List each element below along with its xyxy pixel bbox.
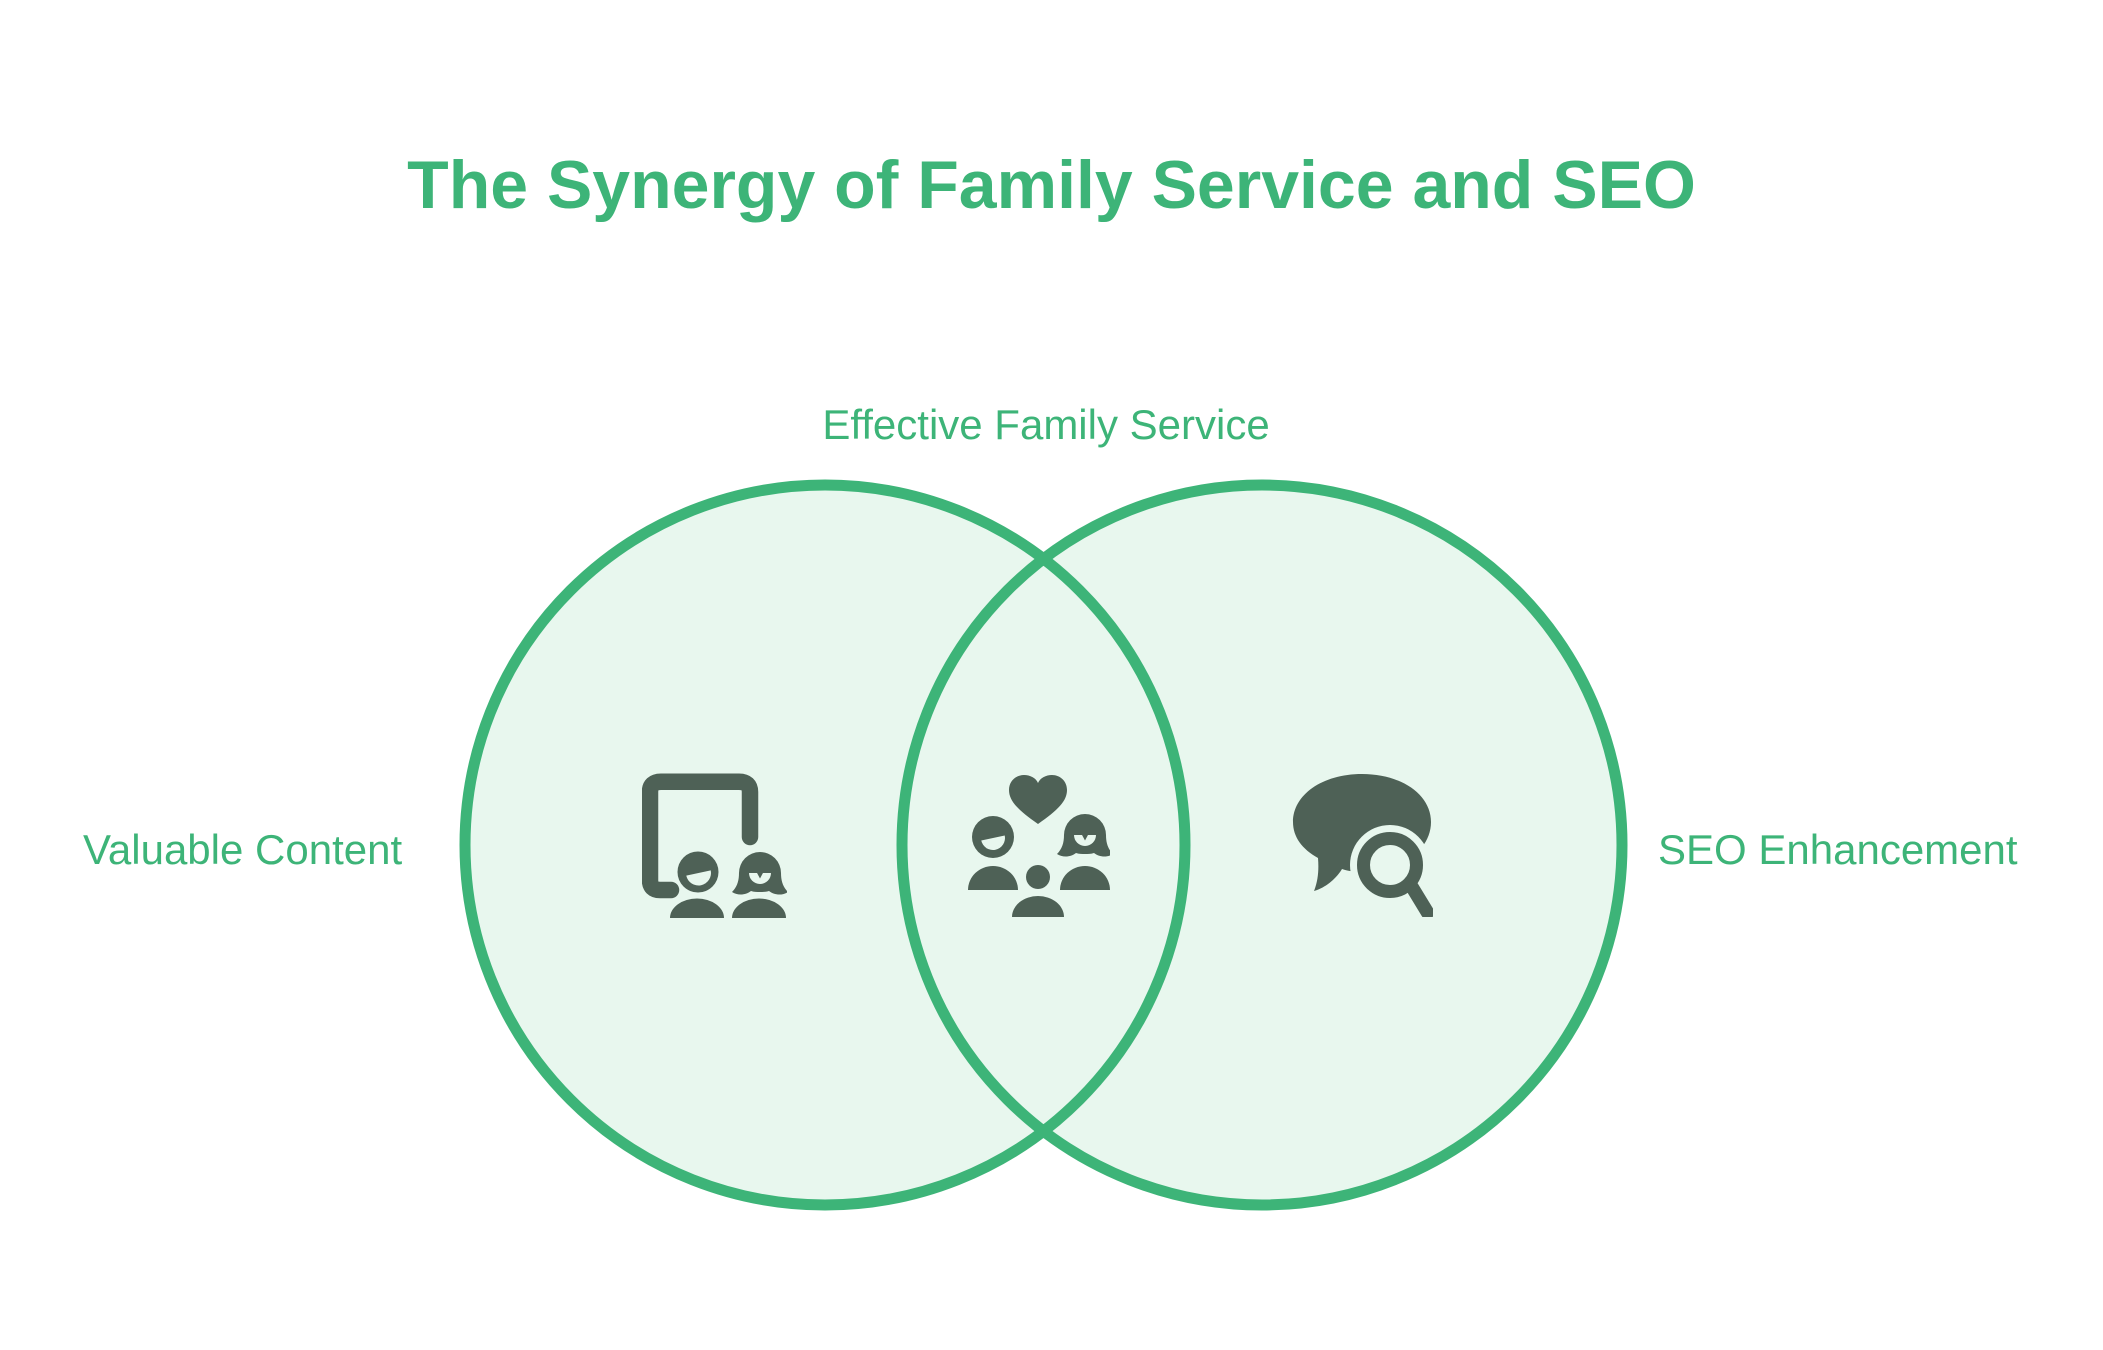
frame-shape bbox=[642, 773, 759, 899]
family-heart-icon bbox=[968, 775, 1110, 917]
girl-shoulders bbox=[732, 898, 786, 918]
child-shoulders bbox=[1012, 896, 1064, 917]
venn-circle-outlines bbox=[459, 479, 1628, 1211]
father-smile bbox=[981, 835, 1005, 850]
label-valuable-content: Valuable Content bbox=[83, 826, 403, 873]
magnifier-handle bbox=[1405, 880, 1433, 917]
heart-shape bbox=[1009, 775, 1067, 824]
label-seo-enhancement: SEO Enhancement bbox=[1658, 826, 2018, 873]
father-head bbox=[972, 816, 1014, 858]
boy-head bbox=[677, 851, 719, 893]
father-shoulders bbox=[968, 866, 1018, 890]
left-circle-outline bbox=[459, 479, 1191, 1211]
child-head bbox=[1026, 865, 1050, 889]
venn-circle-fills bbox=[465, 485, 1622, 1205]
girl-fringe bbox=[756, 872, 764, 879]
boy-shoulders bbox=[670, 898, 724, 918]
magnifier-lens bbox=[1357, 832, 1423, 898]
boy-smile bbox=[686, 870, 711, 886]
mother-fringe bbox=[1081, 834, 1089, 841]
mother-shoulders bbox=[1060, 866, 1110, 890]
label-effective-family-service: Effective Family Service bbox=[822, 401, 1270, 448]
page-title: The Synergy of Family Service and SEO bbox=[407, 147, 1696, 223]
right-circle-outline bbox=[896, 479, 1628, 1211]
right-circle bbox=[902, 485, 1622, 1205]
people-frame-icon bbox=[642, 773, 787, 918]
speech-bubble-magnifier-icon bbox=[1293, 774, 1433, 917]
